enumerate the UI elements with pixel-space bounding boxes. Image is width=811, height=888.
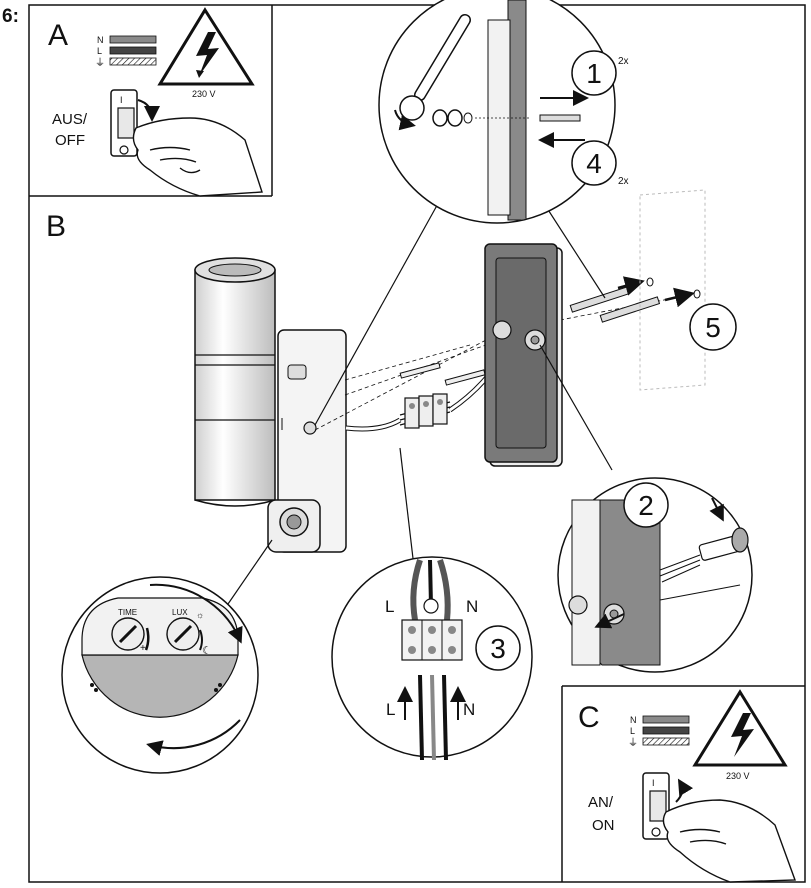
ground-icon: ⏚ bbox=[95, 57, 105, 69]
legend-l-label-c: L bbox=[630, 726, 635, 736]
voltage-label: 230 V bbox=[192, 89, 216, 99]
terminal-l-bottom-label: L bbox=[386, 700, 395, 719]
light-switch-on: I bbox=[642, 772, 694, 840]
voltage-label-c: 230 V bbox=[726, 771, 750, 781]
switch-mark: I bbox=[120, 95, 123, 105]
legend-l-label: L bbox=[97, 46, 102, 56]
legend-n-label-c: N bbox=[630, 715, 637, 725]
legend-n-label: N bbox=[97, 35, 104, 45]
detail-screw-washer bbox=[314, 0, 616, 426]
step-1-number: 1 bbox=[586, 58, 602, 89]
terminal-n-top-label: N bbox=[466, 597, 478, 616]
panel-b: B bbox=[46, 0, 753, 774]
step-4-number: 4 bbox=[586, 148, 602, 179]
outer-frame bbox=[28, 4, 806, 883]
moon-icon: ☾ bbox=[202, 645, 212, 657]
switch-mark-c: I bbox=[652, 778, 655, 788]
hand-icon bbox=[662, 799, 796, 883]
terminal-block bbox=[404, 393, 448, 429]
step-1-callout: 1 2x bbox=[571, 50, 629, 96]
ground-icon: ⏚ bbox=[628, 737, 638, 749]
terminal-l-top-label: L bbox=[385, 597, 394, 616]
plus-label: + bbox=[140, 643, 146, 654]
mounting-screws bbox=[399, 362, 486, 386]
wire-legend-c: N L ⏚ bbox=[628, 715, 690, 749]
step-4-callout: 4 2x bbox=[571, 140, 629, 187]
wire-legend: N L ⏚ bbox=[95, 35, 157, 69]
panel-a: A N L ⏚ 230 V I bbox=[29, 5, 273, 197]
panel-c: C N L ⏚ 230 V I AN/ ON bbox=[561, 685, 805, 883]
hand-icon bbox=[132, 117, 263, 197]
rotate-arrow-icon bbox=[137, 99, 160, 122]
housing-screw-icon bbox=[303, 421, 317, 435]
mounting-plate bbox=[484, 243, 563, 467]
panel-b-letter: B bbox=[46, 210, 66, 243]
step-4-count: 2x bbox=[618, 176, 629, 187]
step-1-count: 2x bbox=[618, 56, 629, 67]
terminal-n-bottom-label: N bbox=[463, 700, 475, 719]
detail-cable-grommet bbox=[539, 344, 753, 673]
off-label-line1: AUS/ bbox=[52, 111, 88, 128]
detail-terminal-wiring: L N L N bbox=[331, 447, 533, 761]
lux-label: LUX bbox=[172, 608, 188, 617]
panel-c-letter: C bbox=[578, 701, 600, 734]
step-number: 6: bbox=[2, 6, 19, 27]
light-switch: I bbox=[110, 89, 160, 157]
wall-lamp bbox=[194, 257, 347, 553]
step-3-number: 3 bbox=[490, 633, 506, 664]
step-3-callout: 3 bbox=[475, 625, 521, 671]
off-label-line2: OFF bbox=[55, 132, 85, 149]
high-voltage-warning-icon bbox=[692, 689, 788, 767]
on-label-line2: ON bbox=[592, 817, 615, 834]
high-voltage-warning-icon bbox=[157, 7, 255, 86]
step-5-callout: 5 bbox=[689, 303, 737, 351]
wall-plugs bbox=[569, 276, 701, 323]
step-5-number: 5 bbox=[705, 312, 721, 343]
on-label-line1: AN/ bbox=[588, 794, 614, 811]
panel-a-letter: A bbox=[48, 19, 68, 52]
time-label: TIME bbox=[118, 608, 137, 617]
sun-icon: ☼ bbox=[196, 610, 204, 620]
step-2-callout: 2 bbox=[623, 482, 669, 528]
wall-outline bbox=[639, 189, 706, 391]
step-2-number: 2 bbox=[638, 490, 654, 521]
rotate-arrow-icon bbox=[675, 778, 694, 803]
detail-sensor-settings: TIME LUX + ☾ ☼ bbox=[61, 539, 273, 774]
